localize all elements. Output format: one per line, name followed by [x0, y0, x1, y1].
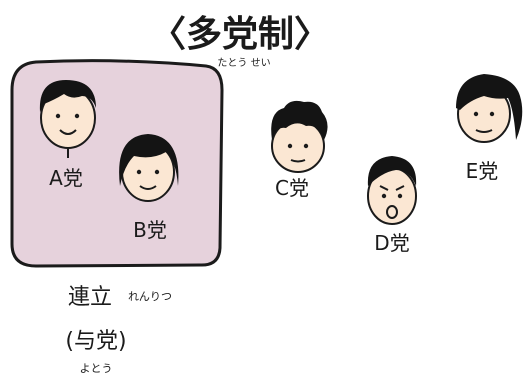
party-d-label: D党 [374, 231, 409, 255]
coalition-reading: れんりつ [128, 290, 172, 303]
party-e-person [456, 74, 523, 143]
party-c-label: C党 [275, 176, 309, 200]
ruling-party-label: (与党) [65, 329, 126, 354]
party-e-label: E党 [466, 159, 499, 183]
ruling-party-reading: よとう [80, 362, 113, 375]
party-d-person [367, 156, 417, 225]
party-b-person [119, 134, 179, 202]
party-b-label: B党 [133, 218, 167, 242]
coalition-label: 連立 [68, 285, 112, 310]
title: 〈多党制〉 [150, 14, 330, 55]
party-a-person [39, 80, 96, 158]
party-a-label: A党 [49, 166, 83, 190]
title-reading: たとう せい [217, 57, 270, 69]
party-c-person [271, 100, 328, 173]
